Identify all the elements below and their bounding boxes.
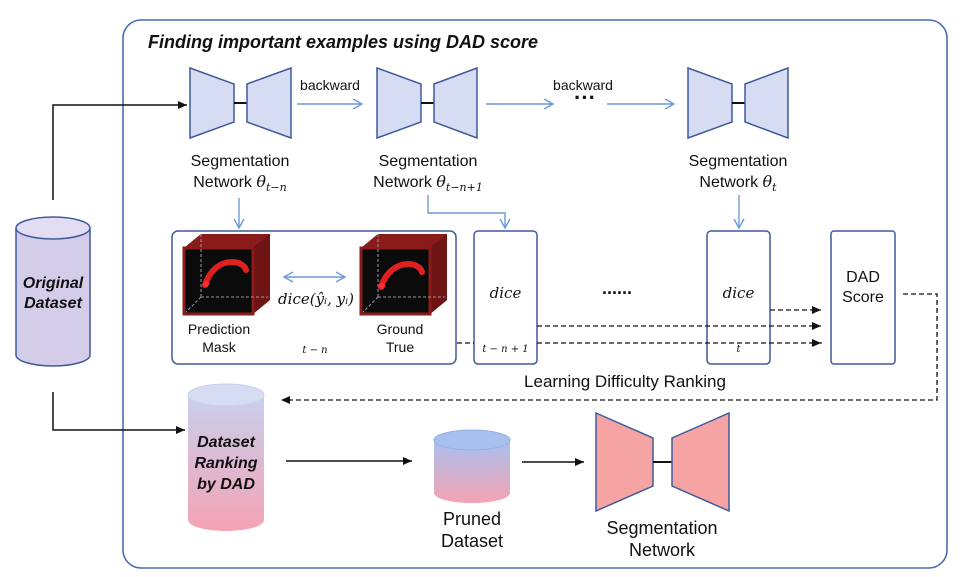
dice-formula: dice(ŷᵢ, yᵢ) — [278, 290, 354, 308]
ranking-dataset-cylinder — [187, 383, 265, 531]
network-label-2: Segmentation Network θt−n+1 — [373, 153, 483, 195]
arrow-original-to-network — [52, 101, 187, 200]
prediction-mask-label: Prediction Mask — [187, 321, 251, 355]
diagram-title: Finding important examples using DAD sco… — [148, 32, 539, 52]
network-icon-3 — [687, 66, 789, 140]
dice-box-t — [706, 230, 771, 365]
dashed-arrow-ranking-return — [290, 293, 938, 401]
dice-step-2: t — [736, 344, 741, 355]
final-network-icon — [595, 411, 730, 513]
dice-label-1: dice — [489, 284, 522, 302]
original-dataset-label: Original Dataset — [22, 275, 84, 312]
original-dataset-cylinder — [15, 216, 91, 367]
network-label-3: Segmentation Network θt — [688, 153, 788, 195]
network-icon-2 — [376, 66, 478, 140]
dice-label-2: dice — [722, 284, 755, 302]
network-label-1: Segmentation Network θt−n — [190, 153, 290, 195]
ranking-dataset-label: Dataset Ranking by DAD — [194, 434, 258, 493]
backward-label-2: backward — [553, 77, 613, 93]
ellipsis-middle: ...... — [601, 278, 632, 298]
backward-label-1: backward — [300, 77, 360, 93]
dice-box-t-n-1 — [473, 230, 538, 365]
prediction-mask-cube — [182, 234, 270, 316]
pruned-dataset-label: Pruned Dataset — [440, 509, 504, 551]
final-network-label: Segmentation Network — [606, 518, 718, 560]
dad-score-label: DAD Score — [842, 269, 884, 306]
network-icon-1 — [189, 66, 292, 140]
ground-true-cube — [359, 234, 447, 316]
dice-step-1: t − n + 1 — [482, 344, 529, 355]
outer-frame — [122, 19, 948, 569]
arrow-original-to-ranking — [52, 392, 185, 434]
arrow-net2-down — [427, 195, 511, 230]
pruned-dataset-cylinder — [433, 429, 511, 503]
learning-difficulty-ranking-label: Learning Difficulty Ranking — [524, 372, 726, 391]
ground-true-label: Ground True — [376, 321, 424, 355]
ellipsis-top: ··· — [574, 85, 596, 110]
dad-score-box — [830, 230, 896, 365]
first-box-step: t − n — [302, 345, 328, 356]
